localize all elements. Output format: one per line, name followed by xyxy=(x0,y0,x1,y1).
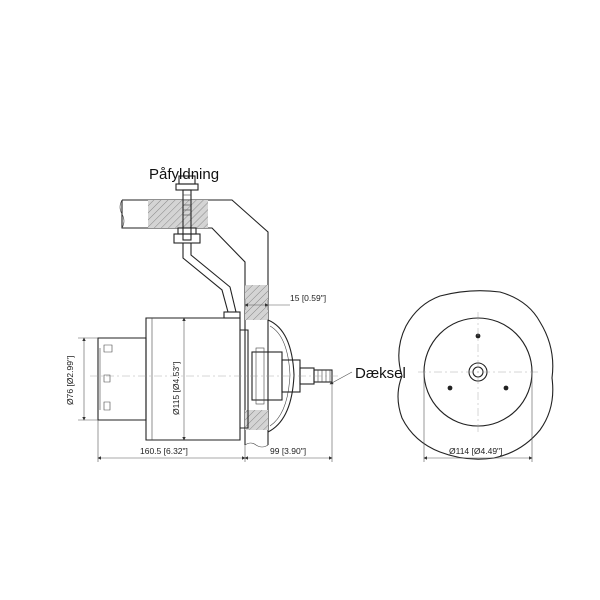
side-dimensions xyxy=(78,300,333,462)
body-length-dimension: 160.5 [6.32"] xyxy=(140,446,188,456)
panel-cutout-outline xyxy=(397,290,554,460)
filling-port xyxy=(173,175,241,319)
front-dimensions xyxy=(423,372,533,462)
screw-hole-right-icon xyxy=(503,385,509,391)
panel-wall xyxy=(119,199,269,448)
pump-body xyxy=(90,317,338,441)
filling-port-label: Påfyldning xyxy=(149,166,219,183)
flange-thickness-dimension: 15 [0.59"] xyxy=(290,293,326,303)
front-length-dimension: 99 [3.90"] xyxy=(270,446,306,456)
cover-label: Dæksel xyxy=(355,365,406,382)
side-view xyxy=(78,175,353,462)
cover-diameter-dimension: Ø114 [Ø4.49"] xyxy=(449,446,502,456)
rear-diameter-dimension: Ø76 [Ø2.99"] xyxy=(65,356,75,405)
cover-leader-line xyxy=(329,371,353,385)
body-diameter-dimension: Ø115 [Ø4.53"] xyxy=(171,362,181,415)
screw-hole-left-icon xyxy=(447,385,453,391)
front-view xyxy=(397,290,554,462)
